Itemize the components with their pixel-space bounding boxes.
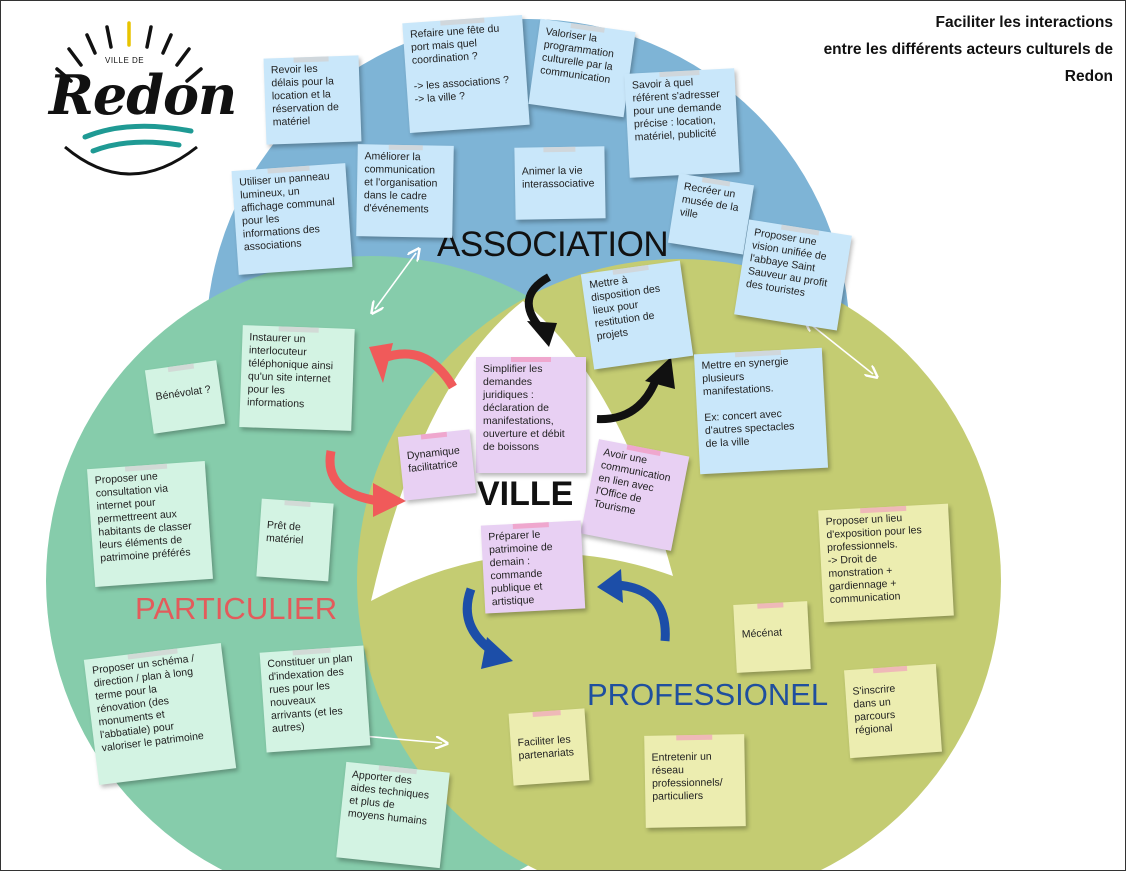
note-office-tourisme: Avoir une communication en lien avec l'O… [580,439,690,551]
black-arrow-bottom [596,375,661,424]
note-revoir-delais: Revoir les délais pour la location et la… [263,55,362,145]
note-synergie: Mettre en synergie plusieurs manifestati… [693,347,829,475]
note-aides-techniques: Apporter des aides techniques et plus de… [336,761,450,869]
blue-arrowhead-left [481,637,513,669]
red-arrowhead-bottom [373,483,406,517]
note-dynamique-facilitatrice: Dynamique facilitatrice [397,429,477,501]
double-arrow-assoc-pro [809,323,873,374]
note-mecenat: Mécénat [733,601,811,673]
note-mettre-disposition: Mettre à disposition des lieux pour rest… [580,260,694,370]
note-indexation: Constituer un plan d'indexation des rues… [259,645,371,753]
note-interlocuteur: Instaurer un interlocuteur téléphonique … [239,325,355,431]
note-valoriser-programmation: Valoriser la programmation culturelle pa… [528,18,636,118]
note-refaire-fete: Refaire une fête du port mais quel coord… [402,14,530,134]
note-reseau: Entretenir un réseau professionnels/ par… [644,734,746,828]
ville-de-redon-logo: VILLE DE Redon [29,19,249,189]
red-arrowhead-top [369,343,393,383]
red-arrow-bottom [325,450,380,506]
note-savoir-referent: Savoir à quel référent s'adresser pour u… [624,68,740,178]
logo-redon: Redon [49,63,237,127]
page-title: Faciliter les interactions entre les dif… [823,14,1113,85]
note-lieu-exposition: Proposer un lieu d'exposition pour les p… [818,503,954,623]
note-animer-vie: Animer la vie interassociative [514,146,606,220]
label-ville: VILLE [477,475,574,513]
note-partenariats: Faciliter les partenariats [508,708,590,786]
note-preparer-patrimoine: Préparer le patrimoine de demain : comma… [480,520,586,614]
label-particulier: PARTICULIER [135,591,338,626]
logo-graphic [55,21,203,176]
note-benevolat: Bénévolat ? [144,360,226,434]
note-ameliorer-communication: Améliorer la communication et l'organisa… [356,144,454,238]
note-parcours-regional: S'inscrire dans un parcours régional [844,663,942,759]
black-arrowhead-bottom [645,357,675,389]
note-vision-unifiee: Proposer une vision unifiée de l'abbaye … [734,219,852,331]
black-arrowhead-top [527,321,557,347]
label-association: ASSOCIATION [437,225,669,264]
blue-arrowhead-right [597,569,623,603]
logo-ville-de: VILLE DE [105,56,145,65]
label-professionel: PROFESSIONEL [587,677,829,712]
note-simplifier-demandes: Simplifier les demandes juridiques : déc… [476,357,586,473]
red-arrow-top [379,349,457,390]
note-recreer-musee: Recréer un musée de la ville [667,173,755,255]
note-consultation: Proposer une consultation via internet p… [87,461,213,587]
double-arrow-assoc-part [375,253,416,309]
blue-arrow-right [616,580,670,642]
note-pret-materiel: Prêt de matériel [256,498,334,582]
note-panneau-lumineux: Utiliser un panneau lumineux, un afficha… [231,163,353,275]
note-schema-direction: Proposer un schéma / direction / plan à … [83,643,237,785]
